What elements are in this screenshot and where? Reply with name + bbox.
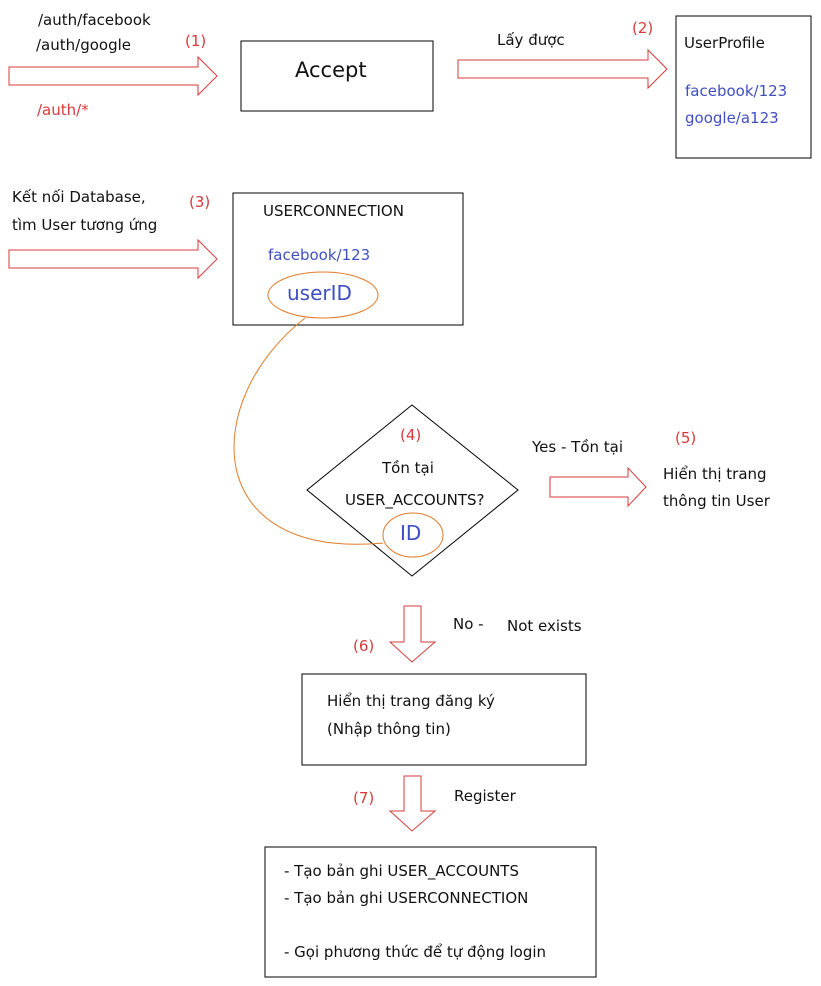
get-label: Lấy được (497, 31, 565, 49)
arrow-yes (549, 466, 647, 508)
decision-diamond (306, 404, 519, 577)
id-ellipse (382, 512, 444, 558)
userprofile-box (675, 15, 812, 159)
id-label: ID (400, 521, 422, 545)
final-line3: - Gọi phương thức để tự động login (284, 943, 547, 961)
step-7-label: (7) (353, 789, 375, 807)
user-info-line1: Hiển thị trang (663, 465, 767, 483)
yes-label: Yes - Tồn tại (532, 438, 624, 456)
userid-label: userID (287, 281, 352, 305)
step-4-label: (4) (400, 426, 422, 444)
route-wildcard: /auth/* (37, 101, 89, 119)
arrow-to-accept (8, 55, 218, 97)
accept-box (240, 40, 434, 112)
userid-to-id-connector (233, 317, 384, 545)
route-facebook: /auth/facebook (38, 11, 151, 29)
arrow-to-userprofile (457, 48, 668, 90)
final-box (264, 846, 597, 978)
route-google: /auth/google (36, 36, 131, 54)
not-exists-label: Not exists (507, 617, 582, 635)
userconnection-box (232, 192, 464, 326)
register-label: Register (454, 787, 516, 805)
step-1-label: (1) (185, 32, 207, 50)
userconnection-title: USERCONNECTION (263, 202, 404, 220)
final-line1: - Tạo bản ghi USER_ACCOUNTS (284, 862, 519, 880)
connect-note-line1: Kết nối Database, (12, 188, 146, 206)
user-info-line2: thông tin User (663, 492, 770, 510)
register-page-line1: Hiển thị trang đăng ký (327, 692, 495, 710)
step-6-label: (6) (353, 637, 375, 655)
step-2-label: (2) (632, 19, 654, 37)
arrow-no (388, 605, 437, 663)
arrow-register (388, 775, 437, 832)
register-page-box (301, 673, 587, 766)
final-line2: - Tạo bản ghi USERCONNECTION (284, 889, 529, 907)
userconnection-item: facebook/123 (268, 246, 371, 264)
userprofile-item-google: google/a123 (685, 109, 779, 127)
no-label: No - (453, 615, 484, 633)
decision-line2: USER_ACCOUNTS? (345, 491, 485, 509)
userprofile-title: UserProfile (684, 34, 765, 52)
accept-label: Accept (295, 58, 367, 82)
step-5-label: (5) (675, 429, 697, 447)
register-page-line2: (Nhập thông tin) (327, 720, 451, 738)
decision-line1: Tồn tại (382, 459, 434, 477)
arrow-to-userconnection (8, 238, 218, 280)
userid-ellipse (267, 271, 379, 319)
step-3-label: (3) (189, 193, 211, 211)
userprofile-item-facebook: facebook/123 (685, 82, 788, 100)
connect-note-line2: tìm User tương ứng (12, 216, 158, 234)
